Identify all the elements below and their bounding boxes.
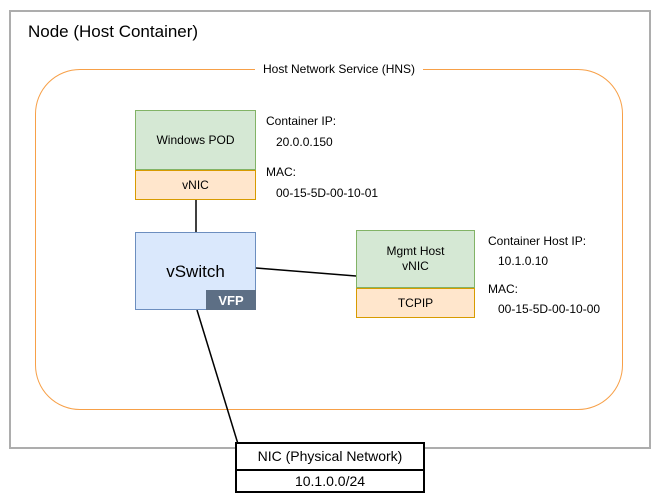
tcpip-box: TCPIP	[356, 288, 475, 318]
mgmt-ip-value: 10.1.0.10	[498, 254, 549, 268]
pod-ip-value: 20.0.0.150	[276, 135, 333, 149]
pod-mac-label: MAC:	[266, 165, 296, 179]
vswitch-label: vSwitch	[166, 261, 225, 281]
pod-vnic-box: vNIC	[135, 170, 256, 200]
mgmt-mac-label: MAC:	[488, 282, 518, 296]
vfp-box: VFP	[206, 290, 256, 310]
spacer	[266, 153, 378, 162]
mgmt-mac-value: 00-15-5D-00-10-00	[498, 302, 601, 316]
nic-physical-network-box: NIC (Physical Network) 10.1.0.0/24	[235, 442, 425, 493]
pod-mac-value: 00-15-5D-00-10-01	[276, 186, 379, 200]
mgmt-host-label-line2: vNIC	[402, 259, 429, 273]
mgmt-info-block: Container Host IP: 10.1.0.10 MAC: 00-15-…	[488, 231, 600, 319]
tcpip-label: TCPIP	[397, 295, 434, 310]
spacer	[488, 271, 600, 279]
vfp-label: VFP	[218, 292, 244, 308]
nic-label: NIC (Physical Network)	[237, 444, 423, 471]
mgmt-ip-label: Container Host IP:	[488, 234, 587, 248]
windows-pod-box: Windows POD	[135, 110, 256, 170]
node-host-container-box	[9, 10, 651, 449]
hns-label: Host Network Service (HNS)	[255, 62, 424, 77]
mgmt-host-label-line1: Mgmt Host	[386, 244, 445, 258]
pod-info-block: Container IP: 20.0.0.150 MAC: 00-15-5D-0…	[266, 111, 378, 204]
nic-subnet: 10.1.0.0/24	[294, 473, 366, 489]
mgmt-host-vnic-box: Mgmt Host vNIC	[356, 230, 475, 288]
windows-pod-label: Windows POD	[156, 132, 235, 147]
pod-vnic-label: vNIC	[182, 177, 209, 192]
node-title: Node (Host Container)	[28, 22, 199, 41]
pod-ip-label: Container IP:	[266, 114, 337, 128]
